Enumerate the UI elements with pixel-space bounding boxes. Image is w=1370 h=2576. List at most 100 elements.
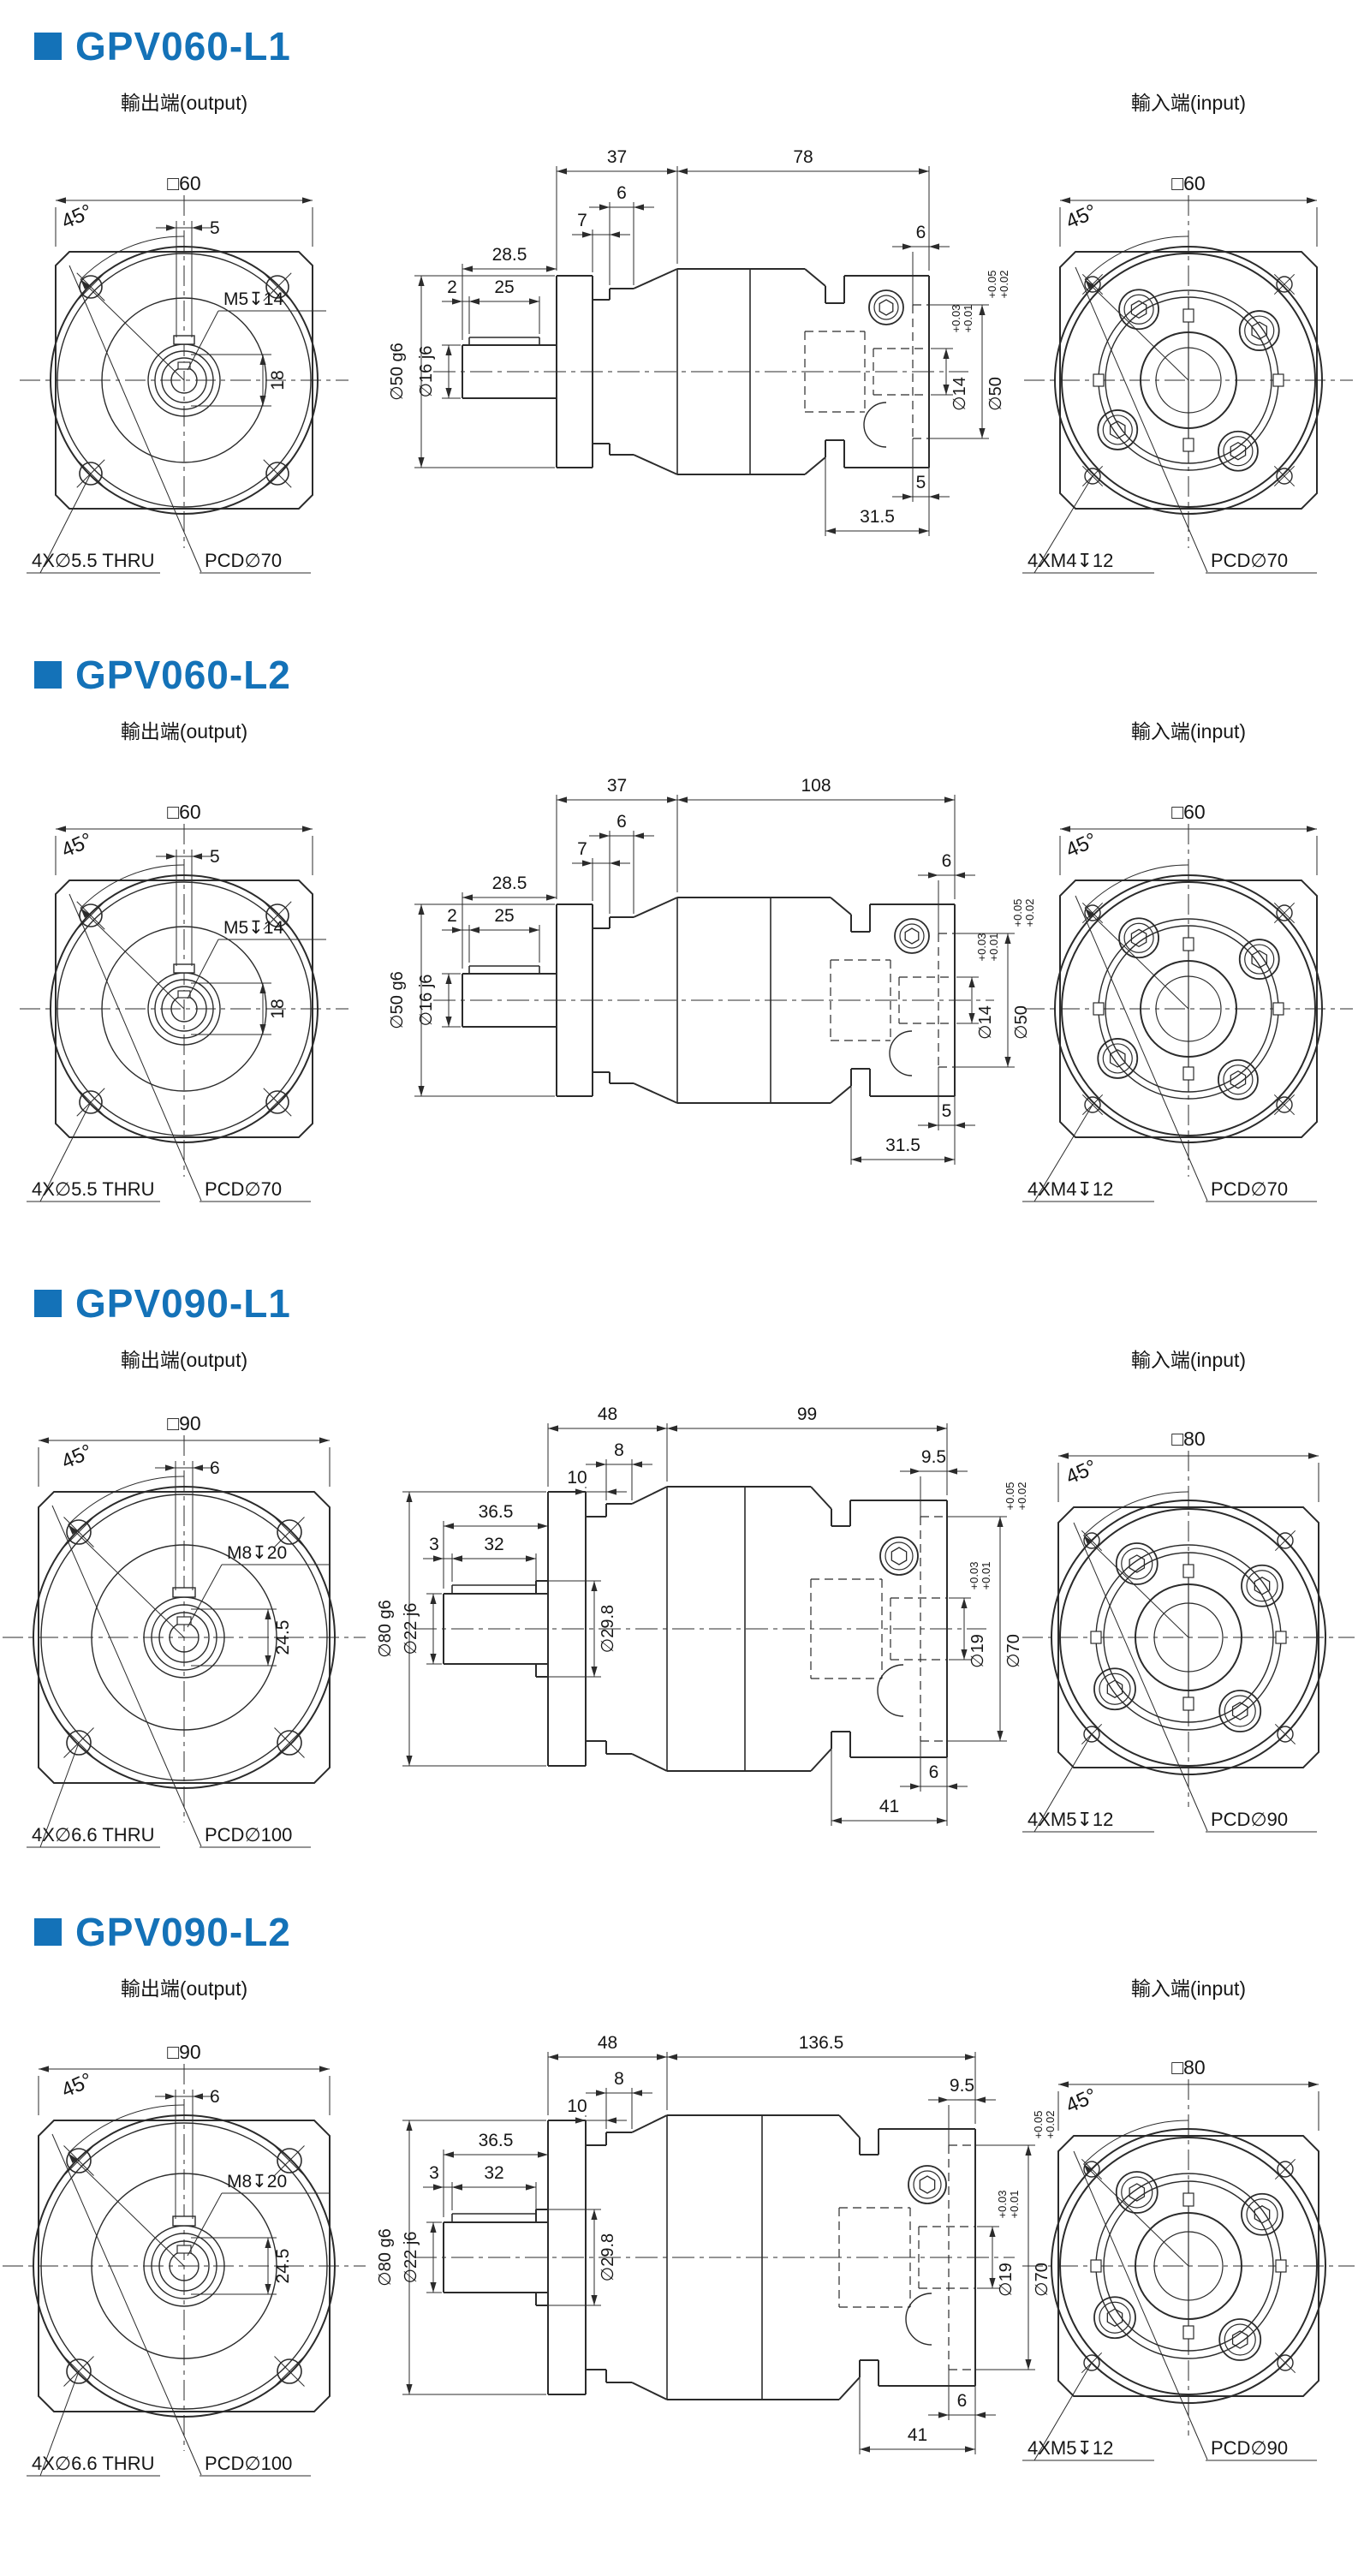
- dim-label: ∅14: [950, 377, 969, 411]
- dim-label: 78: [793, 147, 813, 167]
- dim-label: 9.5: [921, 1447, 946, 1467]
- dim-label: 28.5: [492, 874, 527, 893]
- view-label: 輸入端(input): [1131, 1977, 1246, 2000]
- dim-label: 6: [616, 812, 627, 832]
- dim-label: 5: [210, 218, 220, 238]
- pcd-callout-label: PCD∅70: [1211, 1178, 1288, 1200]
- dim-label: ∅19: [968, 1634, 987, 1668]
- view-label: 輸入端(input): [1131, 720, 1246, 742]
- dim-label: 36.5: [479, 2131, 514, 2150]
- dim-label: 25: [494, 906, 514, 926]
- thru-callout-label: 4X∅6.6 THRU: [32, 2453, 154, 2474]
- dim-label: ∅22 j6: [402, 1603, 420, 1655]
- dim-label: +0.01: [987, 933, 1000, 962]
- title-marker-square: [34, 1918, 62, 1946]
- view-label: 輸出端(output): [121, 1977, 247, 2000]
- angle-label: 45°: [1063, 828, 1100, 862]
- dim-label: +0.02: [1044, 2111, 1057, 2139]
- dim-label: 48: [598, 1404, 617, 1424]
- section-header: GPV060-L1: [34, 22, 1370, 70]
- dim-label: +0.03: [950, 305, 962, 333]
- section-header: GPV060-L2: [34, 651, 1370, 699]
- angle-label: 45°: [1063, 1455, 1100, 1488]
- dim-label: 32: [484, 1535, 503, 1554]
- pcd-callout-label: PCD∅70: [205, 1178, 282, 1200]
- view-label: 輸出端(output): [121, 92, 247, 114]
- dim-label: ∅50 g6: [388, 971, 407, 1029]
- dim-label: +0.03: [975, 933, 988, 962]
- dim-label: 7: [577, 839, 587, 859]
- section-title: GPV090-L2: [75, 1910, 291, 1954]
- title-marker-square: [34, 661, 62, 689]
- pcd-callout-label: PCD∅90: [1211, 1809, 1288, 1830]
- dim-label: 6: [616, 183, 627, 203]
- angle-label: 45°: [1063, 2084, 1100, 2117]
- dim-label: +0.02: [1016, 1482, 1028, 1511]
- dim-label: ∅50: [1012, 1005, 1031, 1040]
- dim-label: 6: [929, 1762, 939, 1782]
- square-dim-label: □60: [1171, 801, 1205, 823]
- dim-label: +0.05: [1032, 2111, 1045, 2139]
- dim-label: +0.05: [1004, 1482, 1016, 1511]
- tap-callout-label: M5↧14: [223, 918, 283, 938]
- dim-label: 136.5: [799, 2033, 844, 2053]
- dim-label: 8: [614, 1440, 624, 1460]
- angle-label: 45°: [58, 2068, 96, 2102]
- tap-callout-label: M8↧20: [227, 1543, 287, 1563]
- dim-label: 31.5: [860, 507, 895, 527]
- dim-label: 8: [614, 2069, 624, 2089]
- dim-label: 2: [447, 277, 457, 297]
- dim-label: 9.5: [950, 2076, 974, 2096]
- thru-callout-label: 4X∅5.5 THRU: [32, 550, 154, 571]
- dim-label: 5: [916, 473, 926, 492]
- angle-label: 45°: [58, 200, 96, 233]
- dim-label: 41: [879, 1797, 899, 1816]
- tap-callout-label: 4XM5↧12: [1028, 1809, 1113, 1830]
- dim-label: ∅50: [986, 377, 1005, 411]
- pcd-callout-label: PCD∅100: [205, 2453, 292, 2474]
- angle-label: 45°: [1063, 200, 1100, 233]
- tap-callout-label: 4XM5↧12: [1028, 2437, 1113, 2459]
- angle-label: 45°: [58, 1440, 96, 1473]
- square-dim-label: □60: [1171, 172, 1205, 194]
- dim-label: 32: [484, 2163, 503, 2183]
- dim-label: ∅70: [1004, 1634, 1023, 1668]
- dim-label: +0.05: [986, 271, 998, 299]
- dim-label: 28.5: [492, 245, 527, 265]
- view-label: 輸出端(output): [121, 1349, 247, 1371]
- dim-label: 37: [607, 147, 627, 167]
- dim-label: ∅29.8: [599, 1605, 617, 1653]
- square-dim-label: □60: [167, 801, 200, 823]
- dim-label: 3: [429, 2163, 439, 2183]
- dim-label: ∅22 j6: [402, 2232, 420, 2284]
- square-dim-label: □90: [167, 1412, 200, 1434]
- dim-label: +0.01: [1008, 2191, 1021, 2219]
- view-label: 輸入端(input): [1131, 1349, 1246, 1371]
- dim-label: +0.01: [962, 305, 974, 333]
- dim-label: ∅19: [997, 2263, 1016, 2297]
- dim-label: 25: [494, 277, 514, 297]
- pcd-callout-label: PCD∅70: [1211, 550, 1288, 571]
- dim-label: 24.5: [273, 1620, 293, 1655]
- dim-label: 41: [908, 2425, 927, 2445]
- dim-label: ∅80 g6: [376, 2228, 395, 2286]
- dim-label: ∅80 g6: [376, 1600, 395, 1657]
- pcd-callout-label: PCD∅70: [205, 550, 282, 571]
- dim-label: +0.02: [1023, 899, 1036, 927]
- dim-label: 108: [801, 776, 831, 796]
- dim-label: +0.03: [968, 1562, 980, 1590]
- dim-label: 31.5: [885, 1136, 920, 1155]
- title-marker-square: [34, 1290, 62, 1317]
- section-title: GPV060-L1: [75, 24, 291, 69]
- dim-label: 24.5: [273, 2249, 293, 2284]
